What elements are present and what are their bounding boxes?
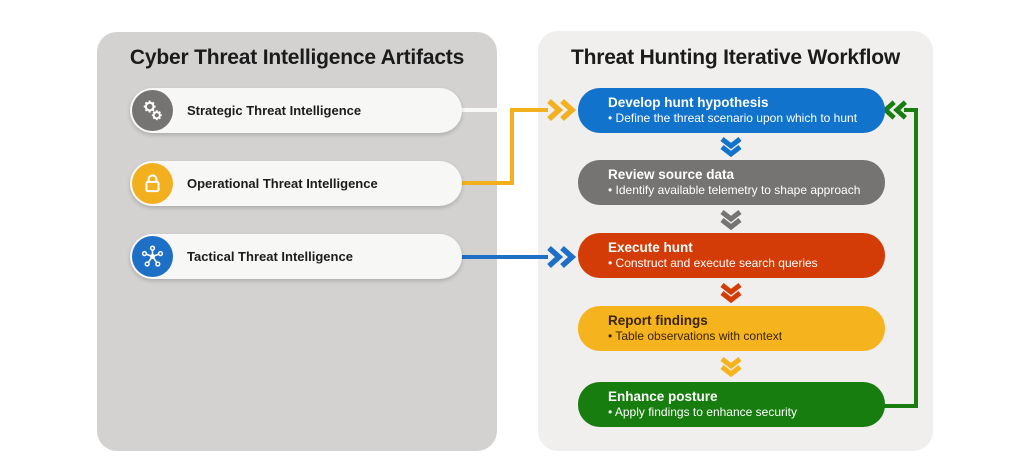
step-detail: Identify available telemetry to shape ap… [608, 183, 885, 198]
artifact-operational: Operational Threat Intelligence [130, 161, 462, 206]
loop-connector-line [884, 404, 918, 408]
step-title: Execute hunt [608, 239, 693, 255]
artifact-strategic-label: Strategic Threat Intelligence [187, 103, 362, 118]
step-detail: Construct and execute search queries [608, 256, 885, 271]
blue-down-arrow-icon [719, 137, 743, 157]
step-title: Enhance posture [608, 388, 718, 404]
step-title: Develop hunt hypothesis [608, 94, 769, 110]
step-detail: Table observations with context [608, 329, 885, 344]
loop-connector-line [904, 108, 918, 112]
network-icon [132, 236, 173, 277]
green-left-arrow-icon [882, 99, 908, 121]
step-title: Report findings [608, 312, 708, 328]
artifact-tactical: Tactical Threat Intelligence [130, 234, 462, 279]
operational-connector-line [510, 108, 548, 112]
step-develop-hunt-hypothesis: Develop hunt hypothesis Define the threa… [578, 88, 885, 133]
blue-right-arrow-icon [546, 245, 576, 269]
step-review-source-data: Review source data Identify available te… [578, 160, 885, 205]
red-down-arrow-icon [719, 283, 743, 303]
loop-connector-line [914, 108, 918, 408]
yellow-down-arrow-icon [719, 357, 743, 377]
lock-icon [132, 163, 173, 204]
gray-down-arrow-icon [719, 210, 743, 230]
yellow-right-arrow-icon [546, 98, 576, 122]
artifact-tactical-label: Tactical Threat Intelligence [187, 249, 353, 264]
step-execute-hunt: Execute hunt Construct and execute searc… [578, 233, 885, 278]
tactical-connector-line [458, 255, 548, 259]
step-report-findings: Report findings Table observations with … [578, 306, 885, 351]
step-title: Review source data [608, 166, 735, 182]
strategic-connector-line [456, 108, 504, 112]
operational-connector-line [510, 109, 514, 185]
workflow-title: Threat Hunting Iterative Workflow [570, 46, 901, 69]
gears-icon [132, 90, 173, 131]
cti-artifacts-title: Cyber Threat Intelligence Artifacts [129, 46, 465, 69]
artifact-strategic: Strategic Threat Intelligence [130, 88, 462, 133]
operational-connector-line [458, 181, 514, 185]
artifact-operational-label: Operational Threat Intelligence [187, 176, 378, 191]
step-enhance-posture: Enhance posture Apply findings to enhanc… [578, 382, 885, 427]
step-detail: Define the threat scenario upon which to… [608, 111, 885, 126]
step-detail: Apply findings to enhance security [608, 405, 885, 420]
